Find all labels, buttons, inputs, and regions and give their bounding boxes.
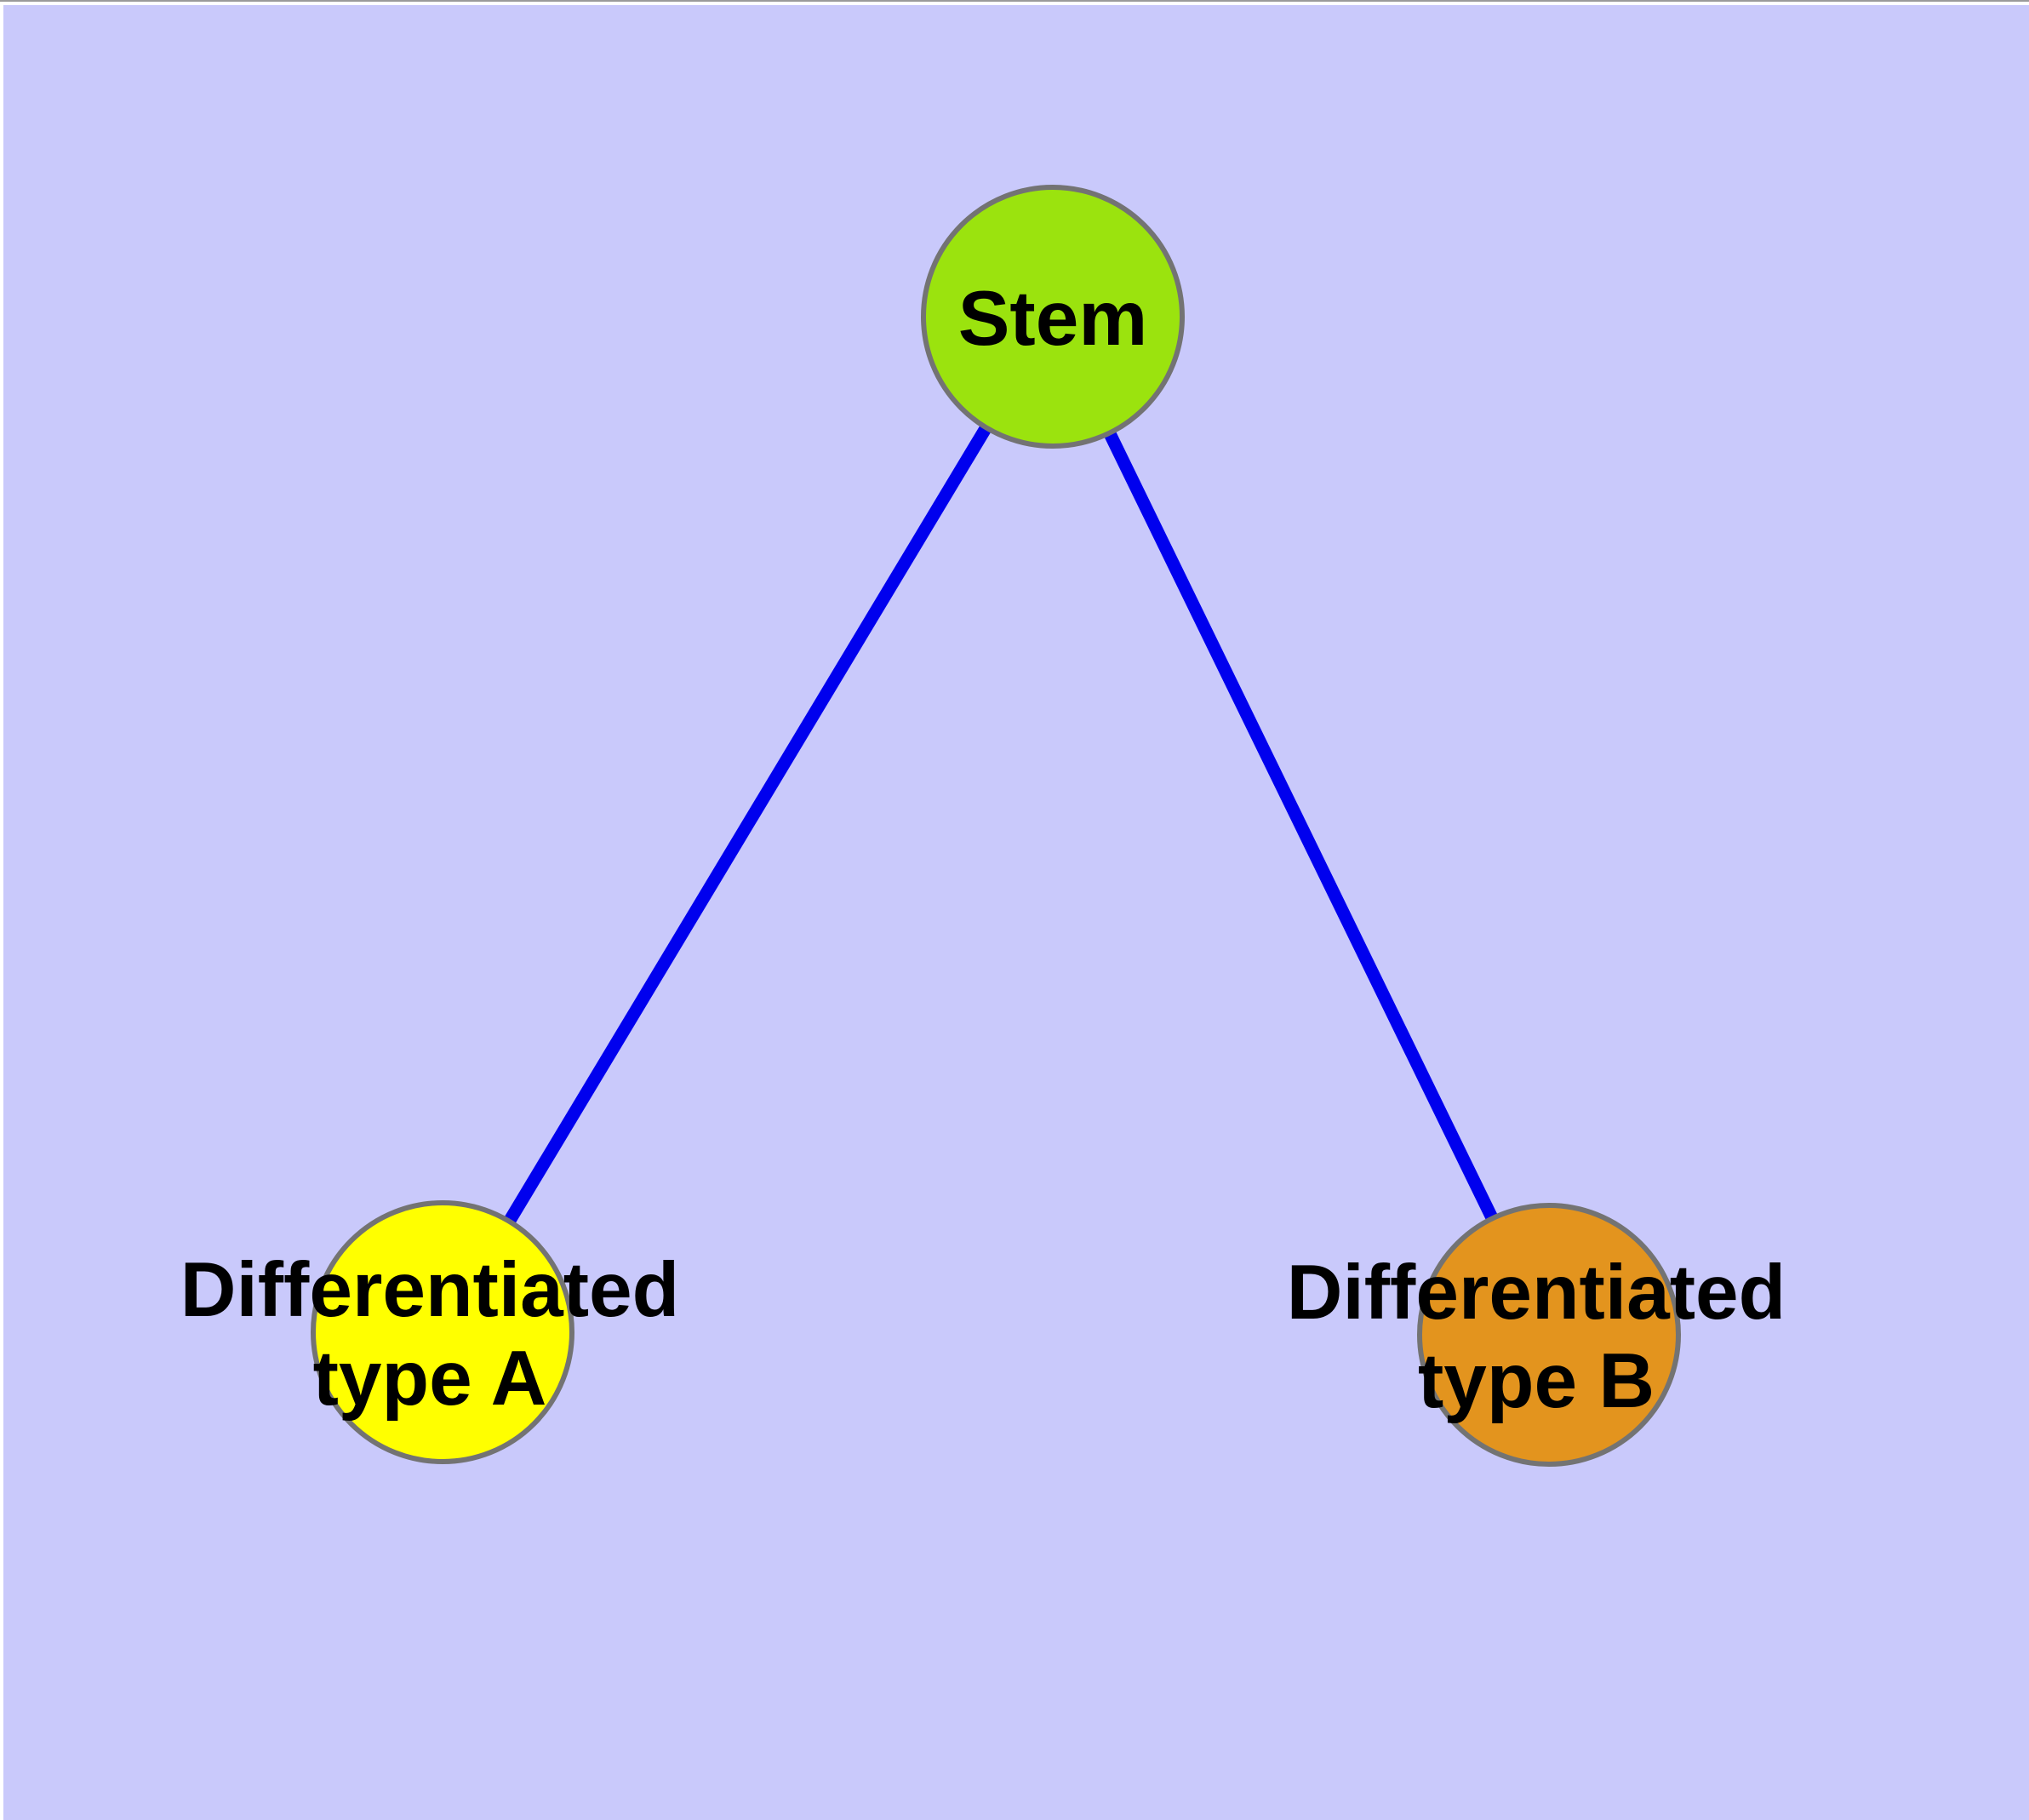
node-stem-label: Stem — [958, 276, 1148, 362]
node-type-a-label-line1: Differentiated — [180, 1247, 680, 1333]
node-stem-circle[interactable] — [921, 185, 1185, 449]
edge-stem-to-type-a — [437, 313, 1059, 1336]
node-type-b-label-line1: Differentiated — [1287, 1250, 1786, 1336]
node-type-b-circle[interactable] — [1417, 1203, 1681, 1467]
node-type-a-label-line2: type A — [313, 1336, 547, 1422]
top-border-line — [0, 0, 2029, 2]
node-type-a-circle[interactable] — [311, 1200, 574, 1464]
node-type-b-label-line2: type B — [1418, 1338, 1655, 1424]
edge-stem-to-type-b — [1047, 313, 1555, 1338]
